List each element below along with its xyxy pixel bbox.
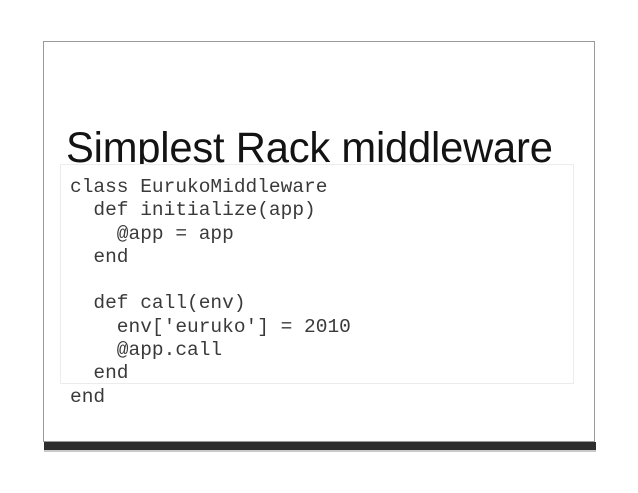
code-line: @app.call	[70, 339, 223, 362]
page-title: Simplest Rack middleware	[66, 123, 553, 172]
code-line: @app = app	[70, 222, 234, 245]
code-listing: class EurukoMiddleware def initialize(ap…	[61, 165, 573, 409]
code-line: def initialize(app)	[70, 199, 316, 222]
code-line: end	[70, 385, 106, 408]
slide-footer-bar-shadow	[44, 450, 596, 452]
code-block: class EurukoMiddleware def initialize(ap…	[60, 164, 574, 408]
slide-footer-bar	[44, 442, 596, 450]
code-line: def call(env)	[70, 292, 246, 315]
code-line: end	[70, 245, 129, 268]
slide-sheet: Simplest Rack middleware class EurukoMid…	[43, 41, 595, 442]
code-line: env['euruko'] = 2010	[70, 315, 351, 338]
code-line: end	[70, 362, 129, 385]
code-line: class EurukoMiddleware	[70, 176, 328, 198]
